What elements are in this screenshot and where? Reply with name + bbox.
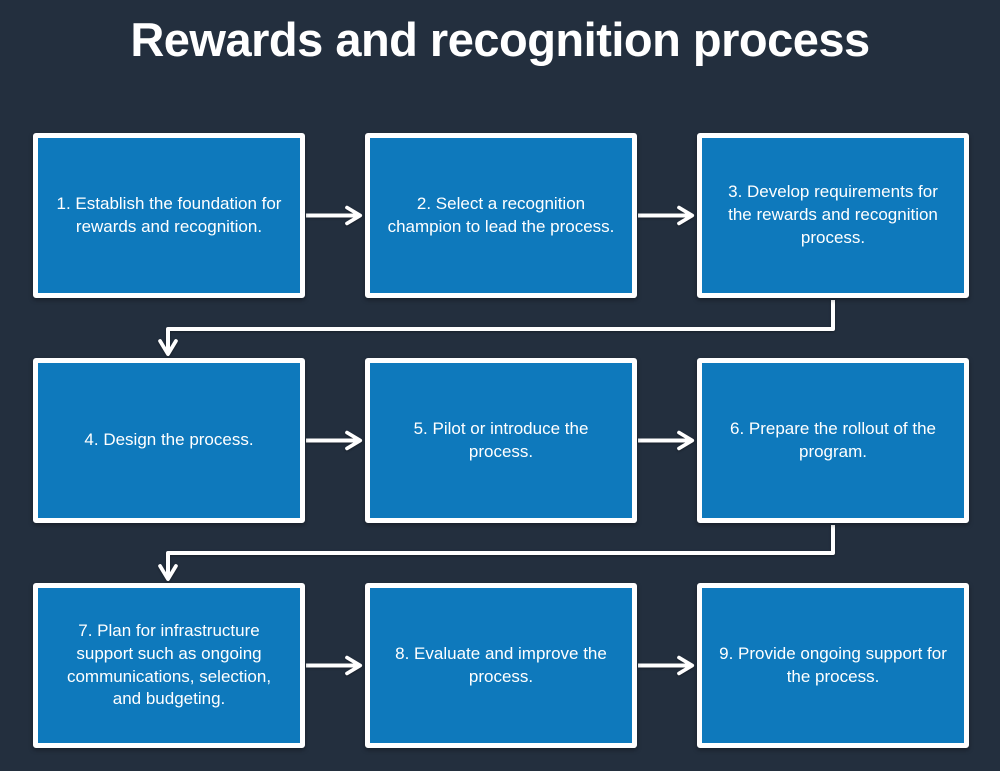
step-label-1: 1. Establish the foundation for rewards … [56,193,282,236]
step-label-3: 3. Develop requirements for the rewards … [728,182,938,247]
step-box-8: 8. Evaluate and improve the process. [365,583,637,748]
step-label-6: 6. Prepare the rollout of the program. [729,418,937,461]
step-box-3: 3. Develop requirements for the rewards … [697,133,969,298]
step-label-8: 8. Evaluate and improve the process. [395,643,607,686]
page-title: Rewards and recognition process [130,13,870,66]
step-box-5: 5. Pilot or introduce the process. [365,358,637,523]
step-label-4: 4. Design the process. [84,430,254,450]
step-box-4: 4. Design the process. [33,358,305,523]
step-box-7: 7. Plan for infrastructure support such … [33,583,305,748]
step-box-1: 1. Establish the foundation for rewards … [33,133,305,298]
step-box-6: 6. Prepare the rollout of the program. [697,358,969,523]
step-label-5: 5. Pilot or introduce the process. [413,418,589,461]
step-label-2: 2. Select a recognition champion to lead… [387,193,615,236]
connector-3-to-4 [158,300,835,357]
step-label-9: 9. Provide ongoing support for the proce… [719,643,947,686]
step-label-7: 7. Plan for infrastructure support such … [66,620,272,709]
step-box-2: 2. Select a recognition champion to lead… [365,133,637,298]
connector-6-to-7 [158,525,835,582]
step-box-9: 9. Provide ongoing support for the proce… [697,583,969,748]
